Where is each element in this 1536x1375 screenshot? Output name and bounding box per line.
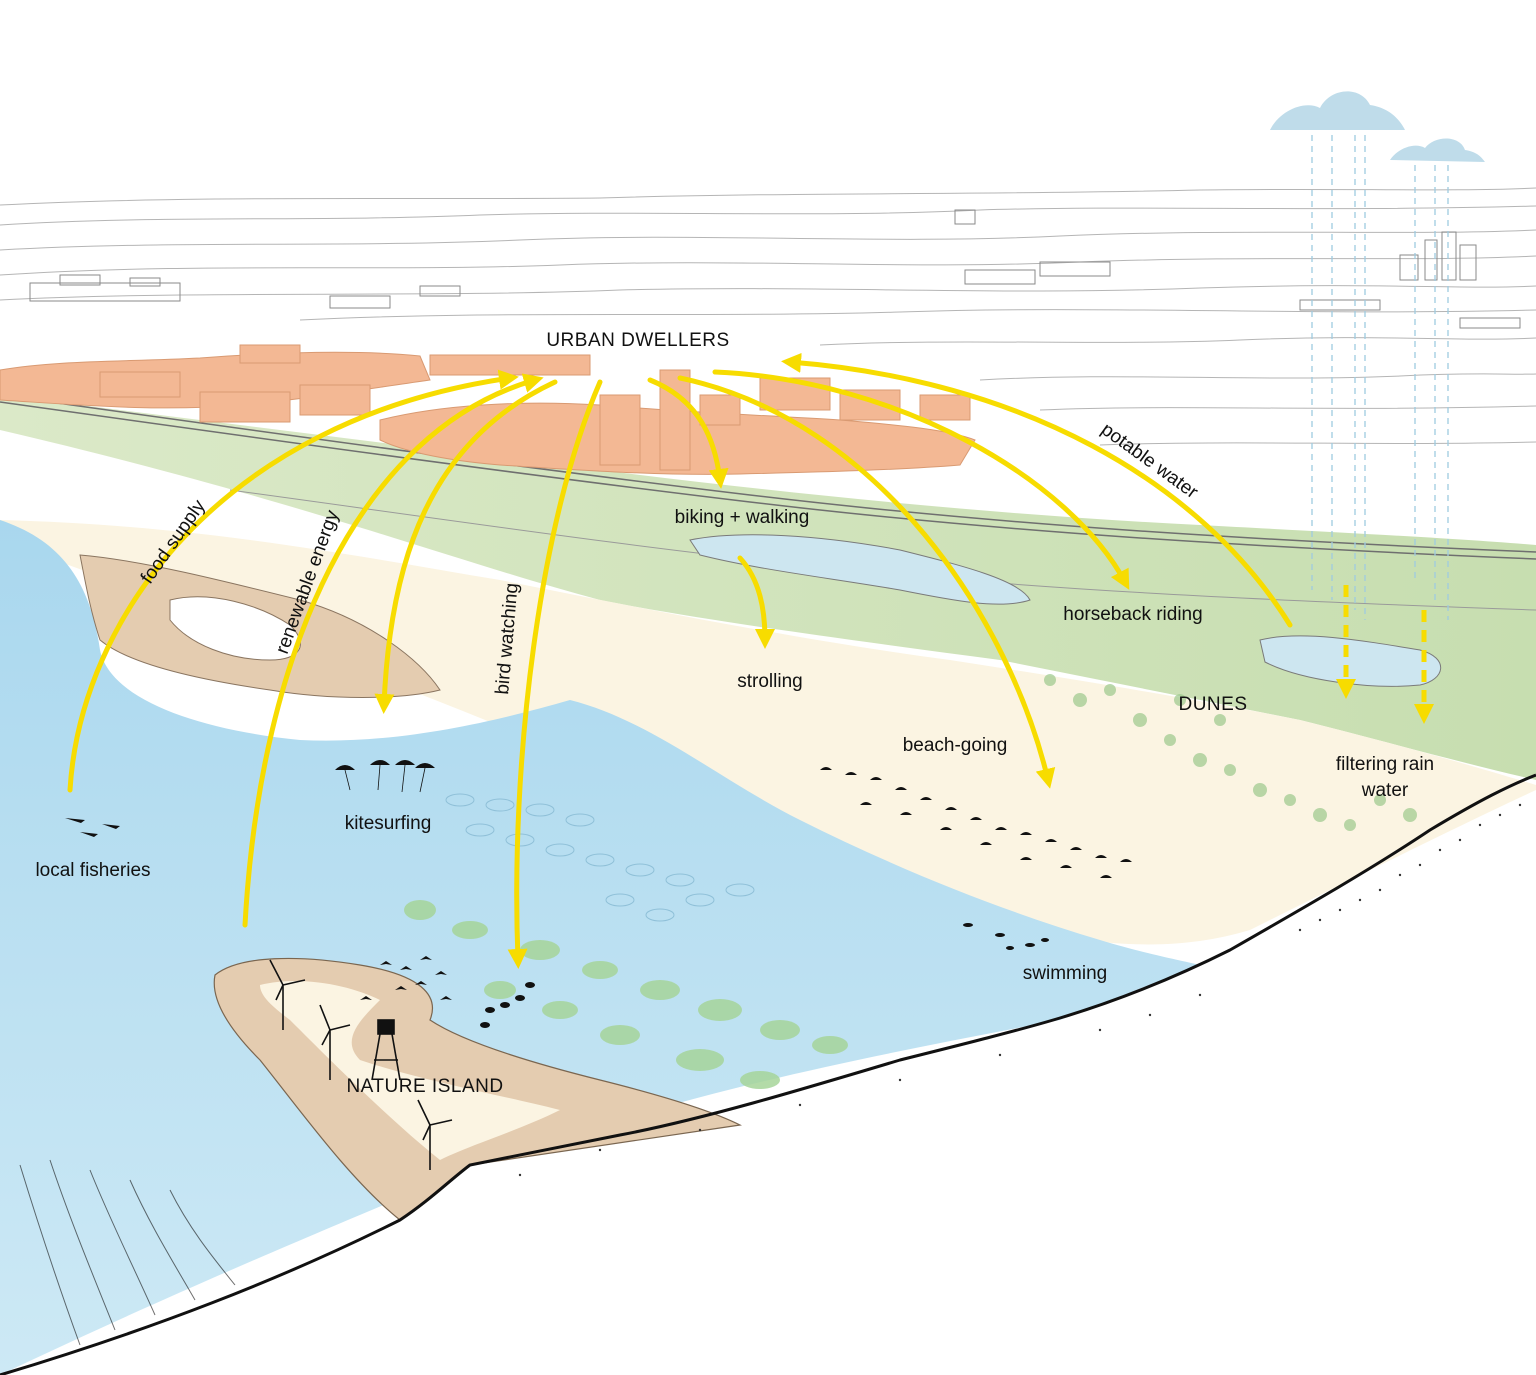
umbrella-icon [820,767,1132,878]
island-dune [260,980,560,1160]
label-beach-going: beach-going [903,735,1008,756]
label-strolling: strolling [737,671,802,692]
arrow-strolling [737,555,775,649]
arrow-kitesurfing [374,379,558,714]
infiltration-arrows [1336,585,1434,724]
bird-icon [360,956,535,1028]
distant-city [29,209,1521,329]
urban-area [0,344,976,475]
seagrass [404,900,848,1089]
salt-marsh [169,596,301,661]
arrow-beach-going [677,375,1056,789]
beach [0,520,1536,945]
watch-tower-icon [371,1019,401,1081]
wind-turbine-icon [269,959,453,1170]
dune-belt [0,395,1536,780]
dune-vegetation [1044,674,1417,831]
dune-pond [1259,635,1442,687]
section-edge [0,773,1536,1375]
flow-arrows [67,352,1293,969]
kite-lines [344,764,426,793]
arrow-renewable-energy [242,373,544,928]
arrow-food-supply [67,369,519,793]
dune-pond [689,534,1031,605]
arrow-potable-water [781,352,1293,628]
arrow-biking-walking [647,377,729,489]
cloud-icon [1270,91,1485,162]
swimmer-icon [963,923,1049,950]
label-local-fisheries: local fisheries [35,860,150,881]
kite-icon [335,760,435,770]
hinterland-contours [0,187,1536,446]
label-potable-water: potable water [1097,419,1202,503]
label-filtering-rain-water-line1: filtering rain [1336,754,1434,775]
label-horseback-riding: horseback riding [1063,604,1202,625]
label-biking-walking: biking + walking [675,507,810,528]
sandbar-rings [445,793,755,922]
label-swimming: swimming [1023,963,1107,984]
gravel-texture [518,803,1522,1177]
label-kitesurfing: kitesurfing [345,813,432,834]
label-urban-dwellers: URBAN DWELLERS [546,330,729,351]
fishing-boat-icon [65,818,120,837]
label-filtering-rain-water-line2: water [1361,780,1409,801]
rain-lines [1311,135,1449,620]
label-nature-island: NATURE ISLAND [346,1076,503,1097]
sea [0,520,1200,1375]
arrow-horseback-riding [712,369,1130,590]
label-dunes: DUNES [1178,694,1247,715]
seabed-lines [19,1159,236,1346]
arrow-bird-watching [507,379,603,969]
